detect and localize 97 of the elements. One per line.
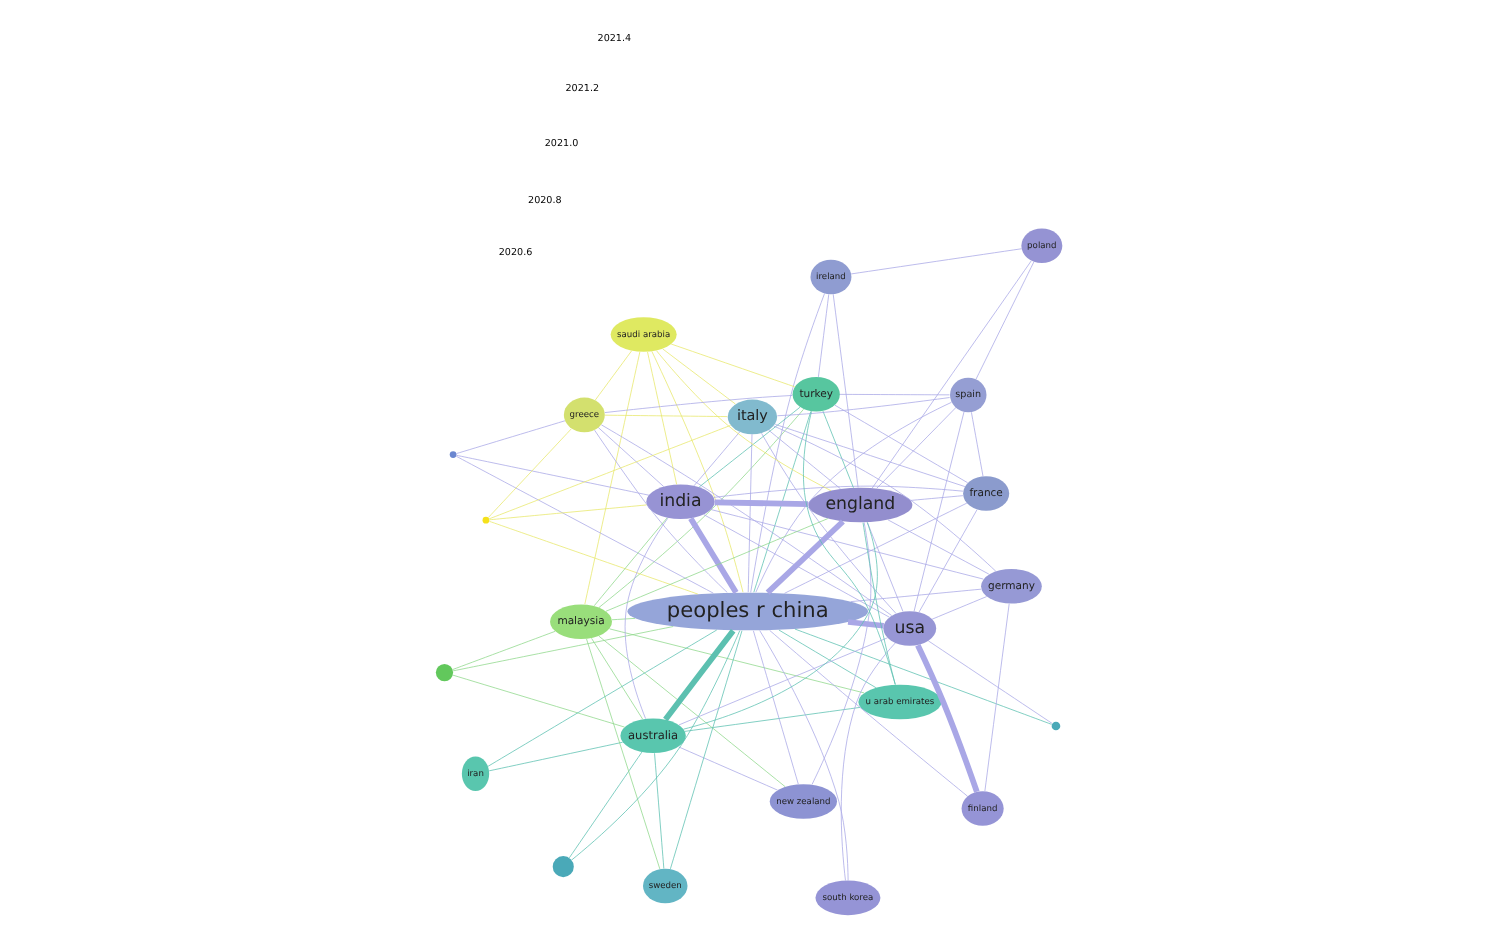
connector	[931, 596, 988, 620]
connector	[847, 619, 884, 629]
connector	[688, 516, 739, 594]
connector	[488, 741, 623, 772]
connector	[971, 411, 984, 477]
connector	[656, 350, 832, 492]
connector	[678, 746, 778, 791]
connector	[698, 406, 801, 488]
connector	[866, 522, 904, 612]
connector	[862, 522, 896, 685]
connector	[984, 603, 1010, 792]
connector	[747, 433, 753, 593]
connector	[927, 640, 1053, 724]
connector	[489, 504, 647, 521]
connector	[774, 424, 966, 487]
connector	[452, 674, 625, 728]
connector	[456, 454, 650, 496]
connector	[910, 495, 964, 501]
connector	[571, 630, 741, 861]
connector	[647, 351, 678, 485]
connector	[832, 293, 859, 488]
connector	[714, 499, 809, 507]
connector	[594, 429, 728, 593]
connector	[601, 424, 893, 616]
connector	[753, 411, 812, 593]
connector	[753, 630, 799, 785]
node-ellipse: peoples r china	[627, 592, 869, 631]
node-ellipse: england	[808, 487, 913, 523]
connector	[918, 509, 978, 613]
connector	[710, 509, 984, 580]
connector	[487, 629, 718, 767]
connector	[713, 485, 964, 498]
node-ellipse: india	[646, 484, 715, 520]
connector	[755, 401, 952, 593]
connector	[871, 260, 1032, 489]
connector	[591, 637, 643, 720]
connector	[887, 519, 990, 575]
node-circle	[435, 663, 454, 682]
connector	[584, 351, 641, 605]
node-circle	[552, 856, 574, 878]
connector	[769, 629, 968, 797]
connector	[840, 642, 896, 881]
connector	[488, 428, 572, 518]
node-circle	[1051, 721, 1061, 731]
connector	[778, 629, 877, 688]
connector	[876, 407, 957, 489]
connector	[693, 431, 741, 487]
connector	[663, 628, 736, 722]
connector	[598, 635, 786, 788]
connector	[834, 404, 969, 484]
connector	[604, 395, 793, 413]
connector	[765, 519, 845, 595]
connector	[678, 637, 888, 726]
connector	[684, 707, 861, 732]
connector	[703, 514, 890, 618]
connector	[811, 521, 872, 785]
connector	[913, 411, 965, 612]
connector	[452, 631, 556, 670]
connector	[776, 397, 950, 417]
connector	[593, 517, 668, 607]
connector	[761, 432, 897, 614]
connector	[598, 408, 804, 608]
connector	[850, 588, 982, 603]
connector	[683, 521, 878, 730]
node-ellipse: usa	[883, 611, 937, 646]
connector	[759, 630, 849, 881]
connector	[452, 626, 674, 672]
connector	[654, 752, 665, 869]
connector	[750, 293, 825, 593]
connector	[850, 248, 1022, 275]
connector	[803, 411, 896, 685]
connector	[915, 644, 980, 793]
connector	[822, 410, 854, 489]
connector	[839, 394, 950, 396]
connector	[818, 293, 830, 378]
connector	[598, 427, 665, 487]
connector	[586, 638, 661, 870]
connector	[651, 350, 744, 593]
connector	[670, 343, 796, 388]
connector	[670, 630, 743, 870]
connector	[773, 425, 997, 572]
connector	[488, 520, 699, 595]
connector	[604, 414, 728, 417]
connector	[456, 420, 566, 454]
connector	[594, 350, 632, 401]
connector	[975, 261, 1035, 380]
connector	[605, 518, 829, 612]
connector	[784, 502, 968, 594]
connector	[609, 628, 865, 694]
connector	[611, 618, 636, 621]
node-circle	[482, 516, 490, 524]
node-circle	[449, 451, 457, 458]
connector	[768, 429, 841, 490]
connector	[662, 348, 736, 405]
connector	[568, 751, 643, 859]
connector	[794, 628, 1052, 725]
connector	[624, 517, 669, 719]
